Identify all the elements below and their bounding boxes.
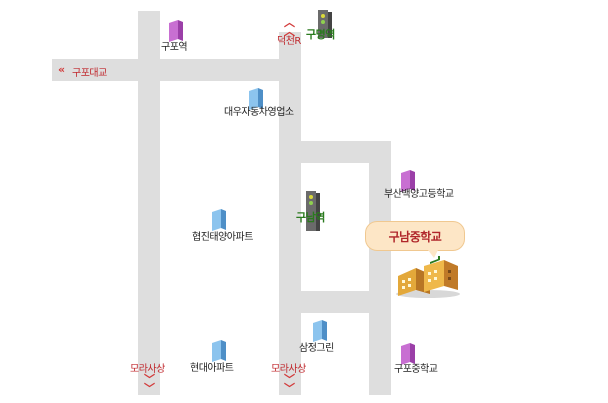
up-chevron-icon: ︿︿ — [284, 16, 295, 38]
place-gupo-station: 구포역 — [161, 42, 188, 53]
purple-building-icon — [401, 170, 415, 192]
road-horizontal-mid — [279, 141, 391, 163]
place-hyundai-apt: 현대아파트 — [190, 363, 234, 374]
road-vertical-left — [138, 11, 160, 395]
purple-building-icon — [169, 20, 183, 42]
place-hyupjin-apt: 협진태양아파트 — [192, 232, 253, 243]
down-chevron-icon: ﹀﹀ — [284, 373, 295, 395]
subway-station-icon — [306, 191, 320, 231]
blue-building-icon — [212, 209, 226, 231]
station-gumyeong: 구명역 — [306, 28, 335, 41]
blue-building-icon — [212, 340, 226, 362]
blue-building-icon — [249, 88, 263, 110]
down-chevron-icon: ﹀﹀ — [144, 373, 155, 395]
road-horizontal-lower — [279, 291, 391, 313]
place-samjeong-green: 삼정그린 — [299, 343, 334, 354]
place-gupo-ms: 구포중학교 — [394, 364, 438, 375]
left-chevron-icon: « — [58, 63, 65, 76]
place-daewoo-motors: 대우자동차영업소 — [224, 107, 294, 118]
road-horizontal-top — [52, 59, 301, 81]
direction-gupo-bridge: 구포대교 — [72, 68, 107, 79]
purple-building-icon — [401, 343, 415, 365]
road-vertical-right — [369, 141, 391, 395]
direction-deokcheon: 덕천R — [277, 36, 301, 47]
station-gunam: 구남역 — [296, 211, 325, 224]
school-building-icon — [396, 256, 460, 298]
subway-station-icon — [318, 10, 332, 38]
direction-morasasang-right: 모라사상 — [271, 364, 306, 375]
place-busan-baekyang-hs: 부산백양고등학교 — [384, 189, 454, 200]
direction-morasasang-left: 모라사상 — [130, 364, 165, 375]
target-school-callout: 구남중학교 — [365, 221, 465, 258]
blue-building-icon — [313, 320, 327, 342]
